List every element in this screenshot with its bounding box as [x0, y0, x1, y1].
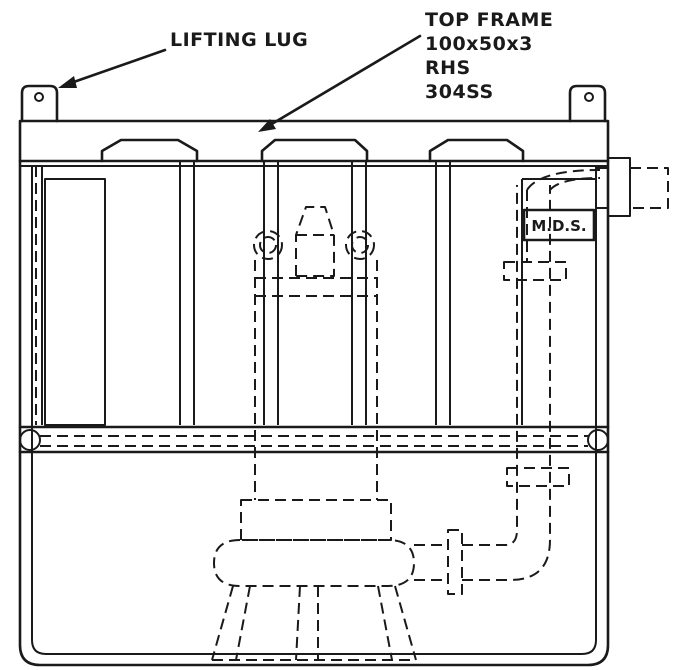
chamber-outer-wall: [18, 159, 610, 667]
mds-badge: M.D.S.: [522, 208, 596, 242]
left-posts: [41, 166, 106, 426]
guide-rails: [179, 161, 451, 425]
label-top-frame-line-3: RHS: [425, 57, 471, 79]
guide-cap-center: [260, 138, 369, 163]
guide-cap-left: [100, 138, 199, 163]
pump-body: [211, 499, 417, 661]
label-top-frame: TOP FRAME 100x50x3 RHS 304SS: [425, 9, 553, 103]
lifting-lug-right: [568, 84, 607, 123]
leader-lifting-lug: [58, 48, 167, 88]
label-top-frame-line-4: 304SS: [425, 81, 494, 103]
label-top-frame-line-2: 100x50x3: [425, 33, 533, 55]
discharge-pipe: [414, 157, 669, 595]
label-lifting-lug: LIFTING LUG: [170, 29, 308, 51]
guide-cap-right: [428, 138, 525, 163]
top-frame-beam: [18, 119, 610, 167]
rail-assembly: [253, 206, 378, 500]
label-top-frame-line-1: TOP FRAME: [425, 9, 553, 31]
mid-band: [18, 425, 610, 454]
mds-badge-text: M.D.S.: [531, 217, 586, 235]
lifting-lug-left: [20, 84, 59, 123]
right-panel: [521, 178, 596, 425]
